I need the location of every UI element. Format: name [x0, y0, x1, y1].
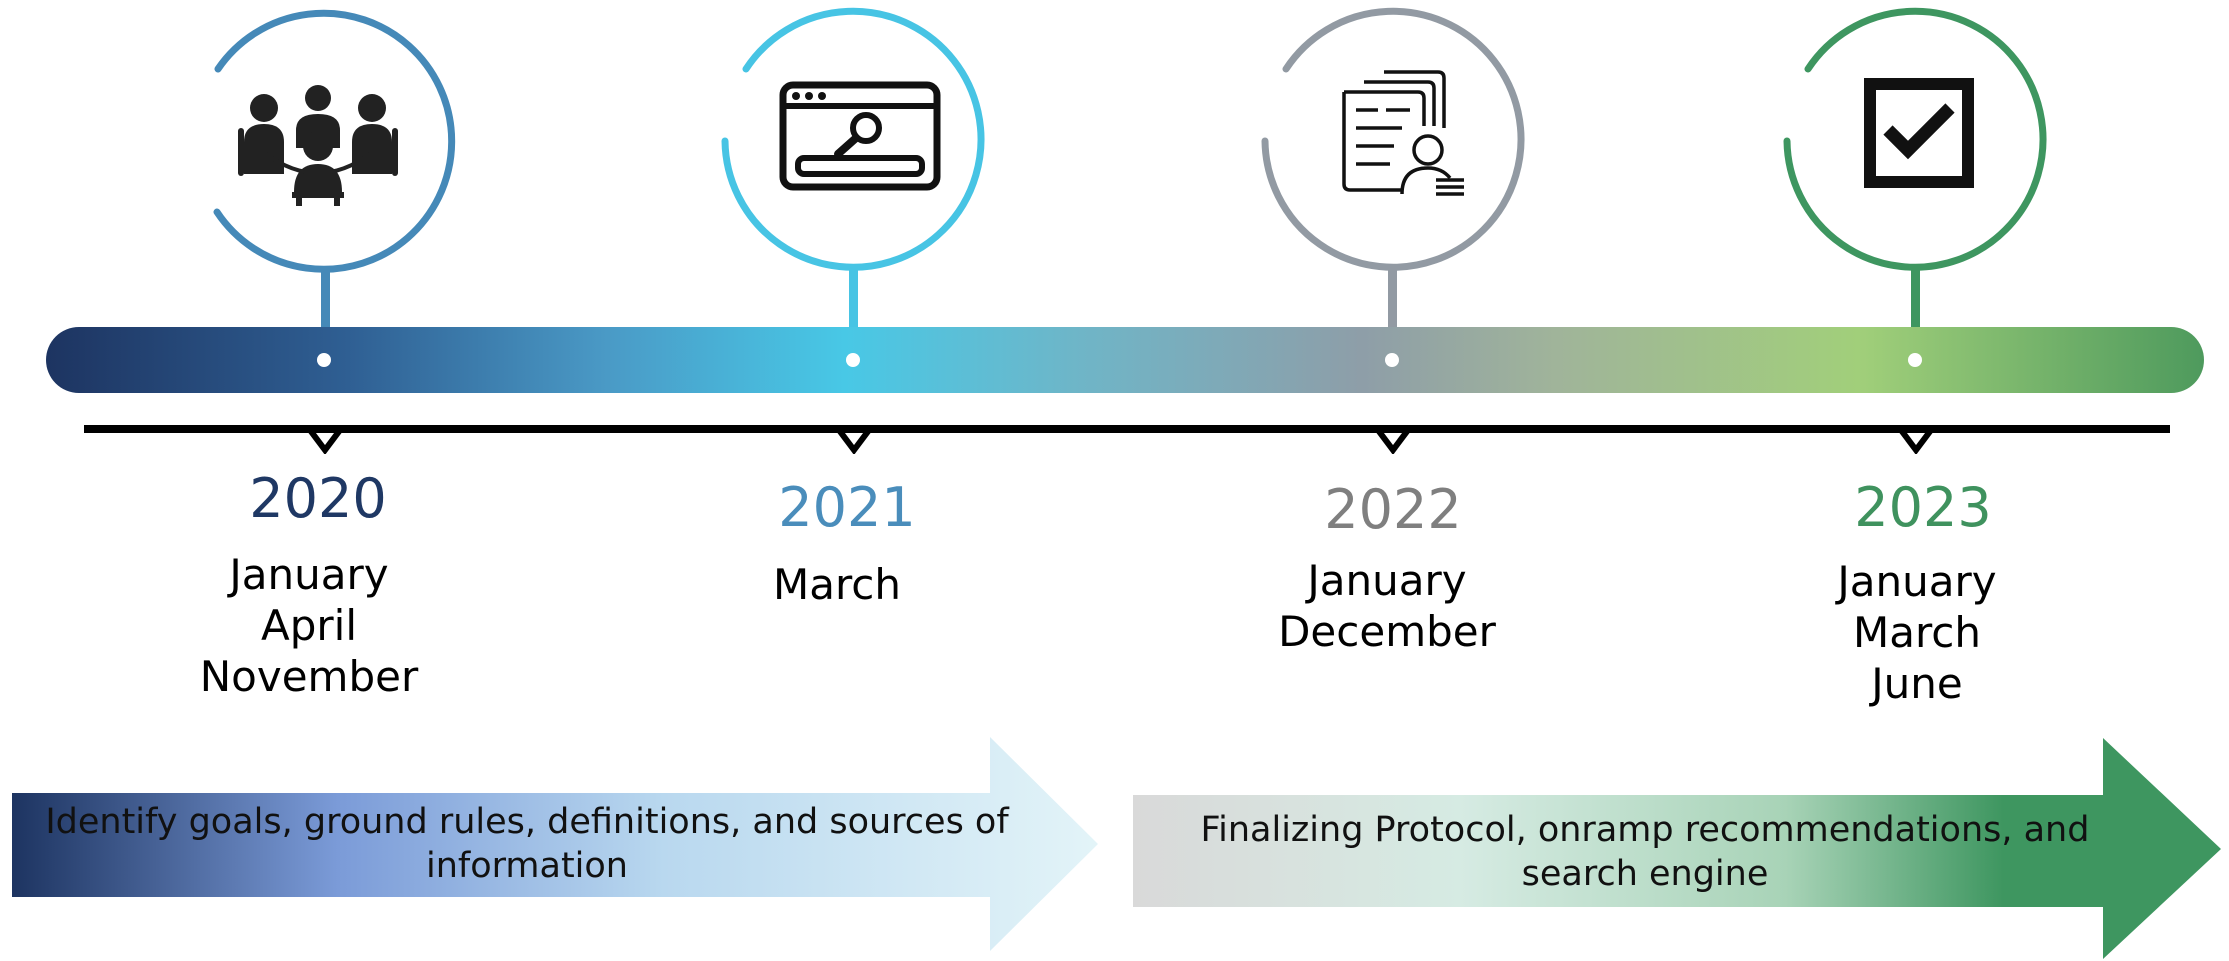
milestone-stem-2021 — [849, 270, 858, 332]
month-label: March — [1852, 608, 1982, 657]
months-2021: March — [667, 559, 1007, 610]
month-label: January — [229, 550, 389, 599]
timeline-axis-line — [84, 425, 2170, 433]
document-profile-icon — [1342, 70, 1464, 196]
year-2021: 2021 — [778, 476, 916, 539]
phase-arrow-2 — [1133, 738, 2221, 959]
browser-search-icon — [779, 81, 941, 191]
checkbox-checked-icon — [1864, 78, 1974, 188]
axis-tick — [837, 428, 871, 454]
months-2022: January December — [1217, 555, 1557, 657]
month-label: June — [1871, 659, 1963, 708]
month-label: April — [261, 601, 357, 650]
year-2020: 2020 — [249, 467, 387, 530]
month-label: December — [1278, 607, 1496, 656]
months-2023: January March June — [1747, 556, 2087, 709]
axis-tick — [1899, 428, 1933, 454]
milestone-stem-2023 — [1911, 270, 1920, 332]
month-label: January — [1307, 556, 1467, 605]
meeting-table-icon — [238, 85, 398, 206]
month-label: January — [1837, 557, 1997, 606]
month-label: March — [772, 560, 902, 609]
timeline-dot — [1908, 353, 1922, 367]
months-2020: January April November — [139, 549, 479, 702]
milestone-ring-2020 — [213, 9, 456, 273]
timeline-gradient-bar — [46, 327, 2204, 393]
phase-label-1: Identify goals, ground rules, definition… — [45, 802, 1009, 886]
timeline-dot — [846, 353, 860, 367]
timeline-dot — [1385, 353, 1399, 367]
year-2023: 2023 — [1854, 476, 1992, 539]
milestone-ring-2023 — [1783, 7, 2047, 271]
axis-tick — [308, 428, 342, 454]
year-2022: 2022 — [1324, 478, 1462, 541]
phase-label-2: Finalizing Protocol, onramp recommendati… — [1200, 810, 2090, 894]
month-label: November — [199, 652, 419, 701]
milestone-ring-2021 — [721, 7, 985, 271]
timeline-dot — [317, 353, 331, 367]
phase-arrow-1 — [12, 737, 1098, 951]
milestone-stem-2020 — [321, 270, 330, 332]
axis-tick — [1376, 428, 1410, 454]
milestone-stem-2022 — [1388, 270, 1397, 332]
milestone-ring-2022 — [1261, 7, 1525, 271]
